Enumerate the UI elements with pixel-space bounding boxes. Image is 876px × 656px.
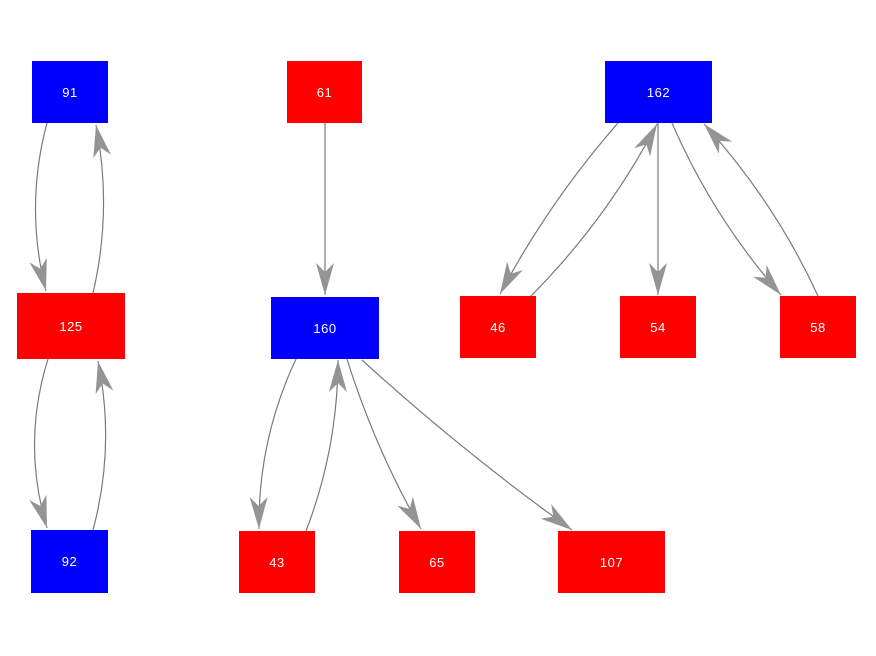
node-162: 162: [605, 61, 712, 123]
edge-46-162: [530, 123, 658, 297]
arrowhead-92-125: [95, 361, 114, 395]
node-label-58: 58: [810, 319, 826, 335]
node-65: 65: [399, 531, 475, 593]
node-125: 125: [17, 293, 125, 359]
edge-160-107: [361, 359, 573, 531]
node-label-92: 92: [61, 554, 78, 569]
arrowhead-61-160: [316, 263, 334, 295]
node-91: 91: [32, 61, 108, 123]
node-160: 160: [271, 297, 379, 359]
node-label-43: 43: [269, 554, 285, 570]
arrowhead-91-125: [29, 257, 47, 291]
edge-162-46: [499, 122, 619, 295]
node-46: 46: [460, 296, 536, 358]
node-54: 54: [620, 296, 696, 358]
node-58: 58: [780, 296, 856, 358]
node-label-162: 162: [646, 84, 671, 100]
node-label-160: 160: [313, 320, 337, 336]
arrowhead-160-107: [540, 504, 572, 530]
node-label-65: 65: [429, 554, 445, 570]
node-43: 43: [239, 531, 315, 593]
node-label-54: 54: [650, 319, 666, 335]
node-label-46: 46: [490, 319, 506, 335]
edge-58-162: [703, 123, 819, 297]
node-61: 61: [287, 61, 362, 123]
arrowhead-160-65: [397, 496, 421, 529]
arrowhead-43-160: [328, 360, 347, 393]
arrowhead-162-58: [753, 265, 781, 295]
node-label-125: 125: [59, 318, 83, 334]
arrowhead-125-91: [93, 125, 111, 159]
edge-162-58: [671, 122, 782, 296]
arrowhead-160-43: [249, 496, 268, 529]
node-label-107: 107: [599, 554, 624, 570]
arrowhead-162-46: [500, 261, 523, 294]
arrowhead-162-54: [649, 263, 667, 295]
node-107: 107: [558, 531, 665, 593]
arrowhead-58-162: [704, 124, 733, 154]
node-label-61: 61: [316, 84, 333, 100]
arrowhead-125-92: [29, 494, 47, 528]
arrowhead-46-162: [634, 124, 657, 157]
node-92: 92: [31, 530, 108, 593]
node-label-91: 91: [62, 84, 78, 100]
